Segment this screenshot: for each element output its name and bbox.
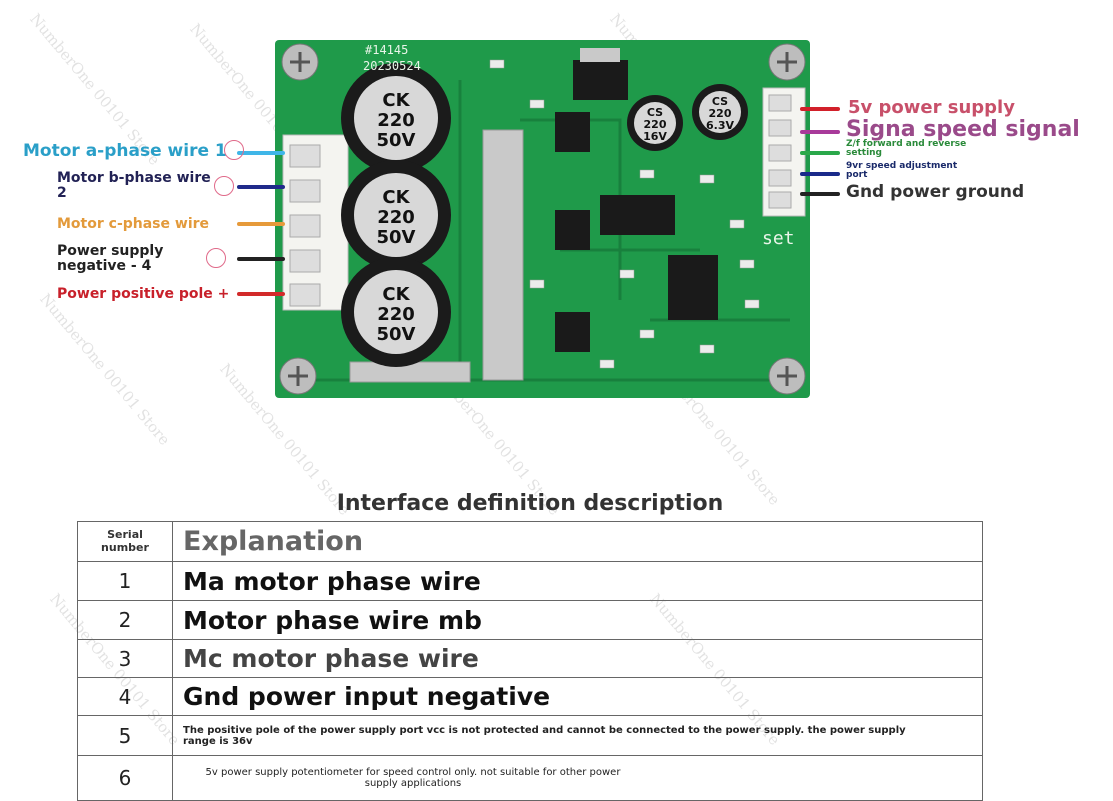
label-speed-adjust: 9vr speed adjustment port bbox=[846, 161, 958, 181]
wire-motor-a bbox=[237, 151, 285, 155]
board-date-silk: 20230524 bbox=[363, 59, 421, 73]
row-number: 1 bbox=[118, 569, 132, 593]
board-set-silk: set bbox=[762, 228, 795, 249]
row-explanation: The positive pole of the power supply po… bbox=[183, 724, 906, 747]
table-row: 6 5v power supply potentiometer for spee… bbox=[77, 755, 983, 801]
row-number: 5 bbox=[118, 723, 132, 748]
label-5v-supply: 5v power supply bbox=[848, 97, 1015, 118]
label-power-positive: Power positive pole + bbox=[57, 286, 230, 302]
svg-text:220: 220 bbox=[709, 107, 732, 120]
label-motor-a: Motor a-phase wire 1 bbox=[23, 141, 227, 161]
wire-speed-adjust bbox=[800, 172, 840, 176]
wire-ground bbox=[800, 192, 840, 196]
table-header-row: Serial number Explanation bbox=[77, 521, 983, 562]
table-row: 2 Motor phase wire mb bbox=[77, 600, 983, 640]
interface-definition-table: Serial number Explanation 1 Ma motor pha… bbox=[77, 521, 983, 801]
row-explanation: Motor phase wire mb bbox=[183, 605, 482, 635]
connector-ring-icon bbox=[214, 176, 234, 196]
svg-text:CS: CS bbox=[647, 106, 663, 119]
label-ground: Gnd power ground bbox=[846, 182, 1025, 202]
screw-icon bbox=[279, 43, 806, 395]
row-explanation: Ma motor phase wire bbox=[183, 566, 481, 596]
label-motor-c: Motor c-phase wire bbox=[57, 216, 210, 232]
svg-text:CS: CS bbox=[712, 95, 728, 108]
row-explanation: 5v power supply potentiometer for speed … bbox=[205, 767, 621, 789]
cap-label: CK bbox=[382, 90, 410, 111]
svg-text:50V: 50V bbox=[377, 130, 416, 151]
svg-text:220: 220 bbox=[377, 110, 415, 131]
label-direction: Z/f forward and reverse setting bbox=[846, 139, 967, 159]
label-motor-b: Motor b-phase wire 2 bbox=[57, 170, 211, 201]
svg-text:CK: CK bbox=[382, 187, 410, 208]
wire-motor-c bbox=[237, 222, 285, 226]
svg-text:6.3V: 6.3V bbox=[706, 119, 734, 132]
table-row: 4 Gnd power input negative bbox=[77, 677, 983, 716]
row-number: 6 bbox=[118, 766, 132, 790]
connector-ring-icon bbox=[206, 248, 226, 268]
row-number: 4 bbox=[118, 684, 132, 709]
wire-power-positive bbox=[237, 292, 285, 296]
svg-text:50V: 50V bbox=[377, 227, 416, 248]
row-explanation: Gnd power input negative bbox=[183, 682, 551, 711]
row-explanation: Mc motor phase wire bbox=[183, 644, 479, 673]
label-speed-signal: Signa speed signal bbox=[846, 117, 1080, 142]
board-id-silk: #14145 bbox=[365, 43, 409, 57]
svg-text:CK: CK bbox=[382, 284, 410, 305]
row-number: 3 bbox=[118, 646, 132, 671]
wire-direction bbox=[800, 151, 840, 155]
table-row: 1 Ma motor phase wire bbox=[77, 561, 983, 601]
svg-text:220: 220 bbox=[644, 118, 667, 131]
wire-motor-b bbox=[237, 185, 285, 189]
header-serial-number: Serial number bbox=[77, 521, 173, 562]
svg-text:220: 220 bbox=[377, 207, 415, 228]
svg-text:16V: 16V bbox=[643, 130, 667, 143]
row-number: 2 bbox=[118, 608, 132, 632]
wire-5v bbox=[800, 107, 840, 111]
svg-text:220: 220 bbox=[377, 304, 415, 325]
label-power-negative: Power supply negative - 4 bbox=[57, 243, 164, 274]
connector-ring-icon bbox=[224, 140, 244, 160]
svg-text:50V: 50V bbox=[377, 324, 416, 345]
table-row: 3 Mc motor phase wire bbox=[77, 639, 983, 678]
wire-speed-signal bbox=[800, 130, 840, 134]
header-explanation: Explanation bbox=[172, 521, 983, 562]
table-title: Interface definition description bbox=[336, 491, 724, 516]
table-row: 5 The positive pole of the power supply … bbox=[77, 715, 983, 756]
wire-power-negative bbox=[237, 257, 285, 261]
